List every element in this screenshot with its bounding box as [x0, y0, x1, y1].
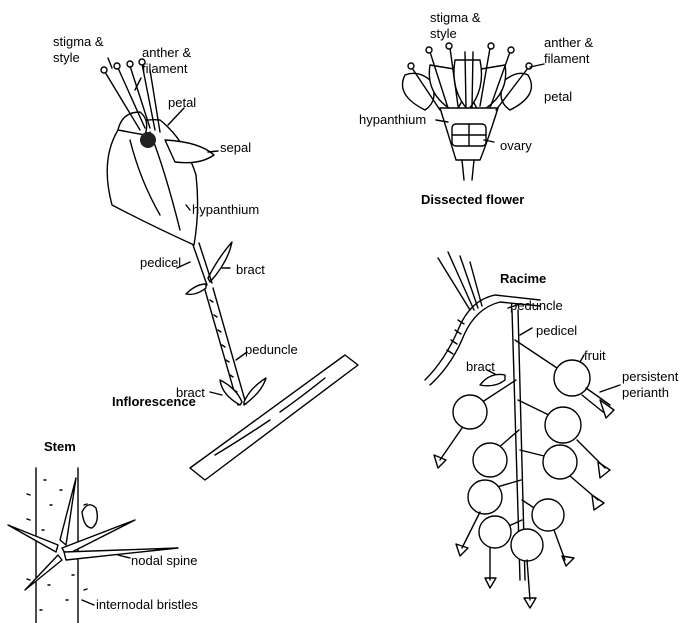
dis-stigma-style-line1: stigma & [430, 10, 481, 25]
fruit [473, 443, 507, 477]
rac-peduncle-label: peduncle [510, 298, 563, 313]
anther [426, 47, 432, 53]
upper-bract-left [186, 284, 206, 294]
anther [408, 63, 414, 69]
dis-stigma-style-line2: style [430, 26, 457, 41]
rac-persistent-perianth-line1: persistent [622, 369, 679, 384]
fruit [511, 529, 543, 561]
anther [488, 43, 494, 49]
fruit [479, 516, 511, 548]
dis-anther-filament-line2: filament [544, 51, 590, 66]
anther [127, 61, 133, 67]
lower-bract-left [220, 380, 242, 405]
flower-stalk [462, 160, 474, 180]
infl-sepal-label: sepal [220, 140, 251, 155]
dis-petal-label: petal [544, 89, 572, 104]
stem-nodal-spine-label: nodal spine [131, 553, 198, 568]
infl-peduncle-label: peduncle [245, 342, 298, 357]
rac-bract-label: bract [466, 359, 495, 374]
dis-hypanthium-label: hypanthium [359, 112, 426, 127]
axillary-bud [82, 505, 97, 528]
fruit [554, 360, 590, 396]
infl-petal-label: petal [168, 95, 196, 110]
fruit [532, 499, 564, 531]
perianth-tips [434, 400, 614, 608]
infl-bract-upper-label: bract [236, 262, 265, 277]
infl-anther-filament-line2: filament [142, 61, 188, 76]
racime-bristles [438, 252, 482, 310]
infl-pedicel-label: pedicel [140, 255, 181, 270]
infl-anther-filament-line1: anther & [142, 45, 191, 60]
rac-pedicel-label: pedicel [536, 323, 577, 338]
fruit [545, 407, 581, 443]
fruit [453, 395, 487, 429]
nodal-spine-up [60, 478, 76, 545]
rac-fruit-label: fruit [584, 348, 606, 363]
infl-stigma-style-line2: style [53, 50, 80, 65]
stalk-hatching [210, 300, 237, 392]
anther [526, 63, 532, 69]
branch [190, 355, 358, 480]
upper-bract-right [208, 242, 232, 282]
dis-anther-filament-line1: anther & [544, 35, 593, 50]
nodal-spine-down [25, 555, 62, 590]
dis-ovary-label: ovary [500, 138, 532, 153]
racime-bract [480, 374, 505, 385]
stem-title: Stem [44, 439, 76, 454]
infl-stigma-style-line1: stigma & [53, 34, 104, 49]
stem-internodal-bristles-label: internodal bristles [96, 597, 198, 612]
anther [114, 63, 120, 69]
inflorescence-title: Inflorescence [112, 394, 196, 409]
infl-hypanthium-label: hypanthium [192, 202, 259, 217]
anther [446, 43, 452, 49]
anther [101, 67, 107, 73]
flower-center [140, 132, 156, 148]
fruit [543, 445, 577, 479]
nodal-spine-left [8, 525, 58, 552]
rac-persistent-perianth-line2: perianth [622, 385, 669, 400]
racime-title: Racime [500, 271, 546, 286]
fruit [468, 480, 502, 514]
anther [508, 47, 514, 53]
dissected-flower-title: Dissected flower [421, 192, 524, 207]
lower-bract-right [244, 378, 266, 405]
